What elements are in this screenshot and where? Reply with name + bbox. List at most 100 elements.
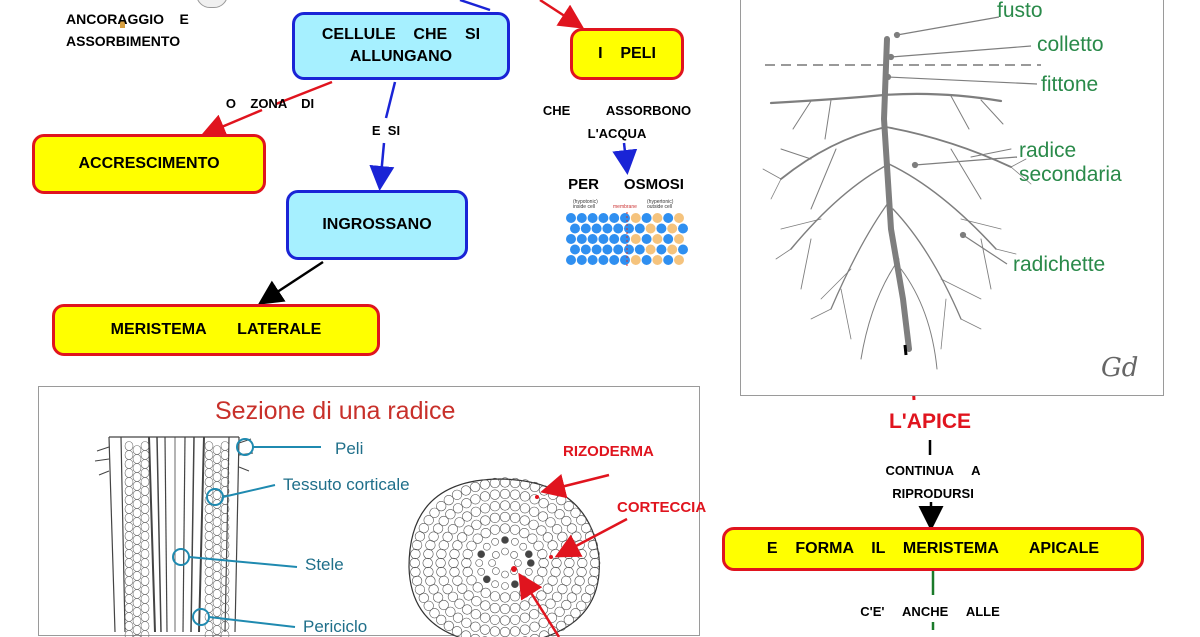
cortex-cell — [141, 595, 149, 604]
root-label-fittone: fittone — [1041, 73, 1098, 97]
cortex-cell — [125, 451, 133, 460]
root-drawing — [741, 0, 1165, 397]
osmosis-particle — [642, 255, 652, 265]
cortex-cell — [213, 554, 221, 563]
cortex-cell — [141, 469, 149, 478]
osmosis-middle-caption: membrane — [613, 204, 637, 210]
cross-section-cell — [525, 551, 532, 558]
cortex-cell — [125, 469, 133, 478]
cortex-cell — [141, 451, 149, 460]
cortex-cell — [125, 478, 133, 487]
and-they-label: E SI — [366, 123, 406, 138]
cortex-cell — [213, 509, 221, 518]
osmosis-particle — [566, 255, 576, 265]
osmosis-right-caption: (hypertonic) outside cell — [647, 200, 673, 210]
osmosis-particle — [570, 245, 580, 255]
zone-label: O ZONA DI — [215, 96, 325, 111]
cortex-cell — [125, 604, 133, 613]
root-label-fusto: fusto — [997, 0, 1043, 23]
cortex-cell — [205, 541, 213, 550]
apical-meristem-box: E FORMA IL MERISTEMA APICALE — [722, 527, 1144, 571]
label-rizoderma: RIZODERMA — [563, 443, 654, 460]
cortex-cell — [205, 451, 213, 460]
osmosis-particle — [663, 213, 673, 223]
signature: Gd — [1101, 353, 1138, 383]
cortex-cell — [221, 460, 229, 469]
cortex-cell — [141, 559, 149, 568]
cortex-cell — [133, 572, 141, 581]
hairs-box: I PELI — [570, 28, 684, 80]
cortex-cell — [133, 482, 141, 491]
cortex-cell — [205, 523, 213, 532]
cortex-cell — [125, 568, 133, 577]
arrow-thicken-to-meristem — [262, 262, 323, 302]
osmosis-particle — [631, 255, 641, 265]
cortex-cell — [213, 599, 221, 608]
cortex-cell — [205, 568, 213, 577]
cortex-cell — [141, 532, 149, 541]
osmosis-particle — [598, 213, 608, 223]
osmosis-particle — [620, 255, 630, 265]
cortex-cell — [125, 460, 133, 469]
cortex-cell — [221, 586, 229, 595]
cortex-cell — [213, 545, 221, 554]
arrow-top-left — [460, 0, 490, 10]
arrow-cells-to-esi — [386, 82, 395, 118]
cortex-cell — [221, 451, 229, 460]
cortex-cell — [213, 464, 221, 473]
cortex-cell — [133, 590, 141, 599]
osmosis-particle — [631, 213, 641, 223]
cortex-cell — [125, 622, 133, 631]
cross-section-cell — [483, 576, 490, 583]
cortex-cell — [141, 505, 149, 514]
osmosis-particle — [667, 245, 677, 255]
cortex-cell — [221, 577, 229, 586]
cortex-cell — [213, 455, 221, 464]
cortex-cell — [125, 505, 133, 514]
osmosis-particle — [652, 213, 662, 223]
cortex-cell — [205, 478, 213, 487]
arrow-esi-to-thicken — [380, 143, 384, 186]
growth-box: ACCRESCIMENTO — [32, 134, 266, 194]
cortex-cell — [125, 442, 133, 451]
cortex-cell — [125, 586, 133, 595]
cortex-cell — [141, 514, 149, 523]
cortex-cell — [125, 577, 133, 586]
cortex-cell — [213, 446, 221, 455]
osmosis-particle — [588, 234, 598, 244]
cortex-cell — [141, 478, 149, 487]
cortex-cell — [221, 532, 229, 541]
cortex-cell — [213, 626, 221, 635]
cortex-cell — [125, 631, 133, 637]
osmosis-particle — [631, 234, 641, 244]
cortex-cell — [125, 613, 133, 622]
cortex-cell — [133, 581, 141, 590]
cortex-cell — [205, 577, 213, 586]
absorb-water-label: CHE ASSORBONO L'ACQUA — [532, 100, 702, 146]
label-corteccia: CORTECCIA — [617, 499, 706, 516]
osmosis-particle — [602, 245, 612, 255]
osmosis-particle — [577, 234, 587, 244]
cortex-cell — [133, 536, 141, 545]
cortex-cell — [205, 469, 213, 478]
section-label-stele: Stele — [305, 555, 344, 575]
cortex-cell — [125, 595, 133, 604]
cortex-cell — [141, 541, 149, 550]
cortex-cell — [205, 595, 213, 604]
osmosis-particle — [566, 234, 576, 244]
arrow-acqua-to-osmosi — [624, 143, 627, 170]
osmosis-particle — [609, 255, 619, 265]
cortex-cell — [221, 595, 229, 604]
continues-label: CONTINUA A RIPRODURSI — [868, 460, 998, 506]
cortex-cell — [205, 505, 213, 514]
cortex-cell — [133, 518, 141, 527]
osmosis-particle — [577, 255, 587, 265]
cortex-cell — [133, 491, 141, 500]
section-label-periciclo: Periciclo — [303, 617, 367, 637]
cross-section-cell — [527, 560, 534, 567]
cortex-cell — [133, 599, 141, 608]
section-label-tessuto: Tessuto corticale — [283, 475, 410, 495]
osmosis-particle — [592, 245, 602, 255]
cortex-cell — [205, 532, 213, 541]
osmosis-particle — [624, 224, 634, 234]
